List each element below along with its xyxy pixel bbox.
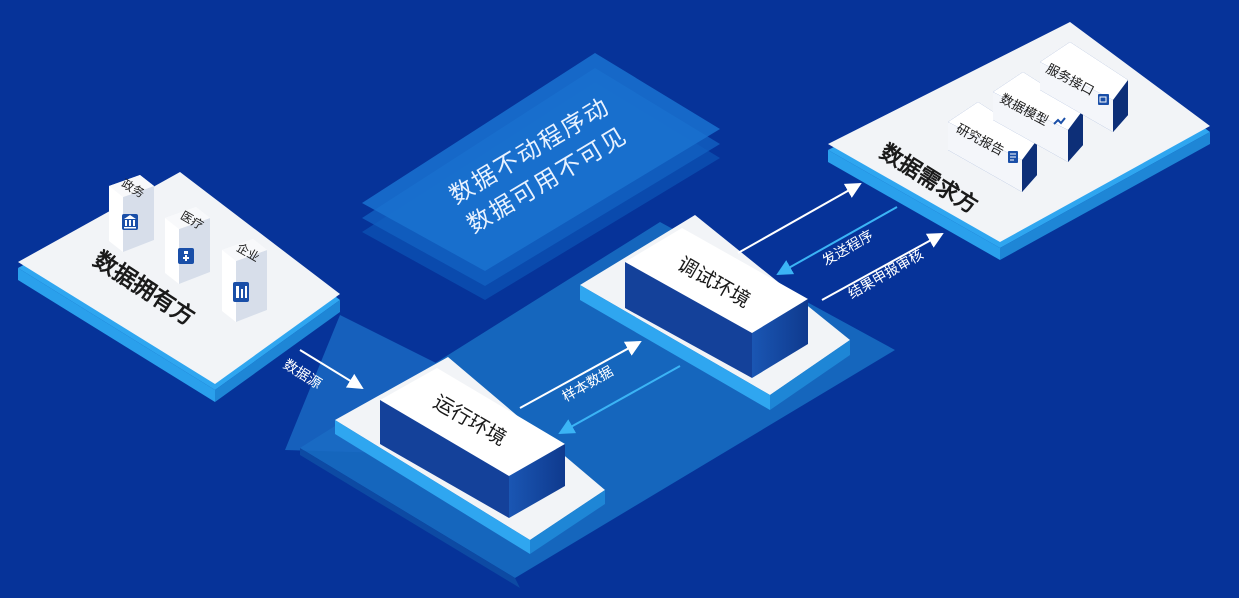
owner-item-medical: 医疗 [165,207,210,284]
owner-item-enterprise: 企业 [222,239,267,322]
data-source-arrow [299,349,364,390]
result-review-arrow [821,233,944,301]
debug-env-box: 调试环境 [625,228,808,378]
center-message-layers: 数据不动程序动 数据可用不可见 [362,53,720,300]
demander-item-data-model: 数据模型 [993,72,1083,162]
building-icon [233,282,249,302]
demander-item-research-report: 研究报告 [948,102,1037,192]
demander-item-service-api: 服务接口 [1040,42,1128,132]
runtime-env-box: 运行环境 [380,368,565,518]
to-demander-arrow [737,183,862,254]
bank-icon [122,214,138,230]
api-icon [1098,94,1109,105]
chart-icon [1053,117,1066,125]
sample-data-arrow-up [519,341,642,409]
send-program-arrow [776,206,898,275]
document-icon [1008,151,1018,163]
owner-item-government: 政务 [109,175,154,252]
medical-kit-icon [178,248,194,264]
sample-data-arrow-down [558,365,681,434]
